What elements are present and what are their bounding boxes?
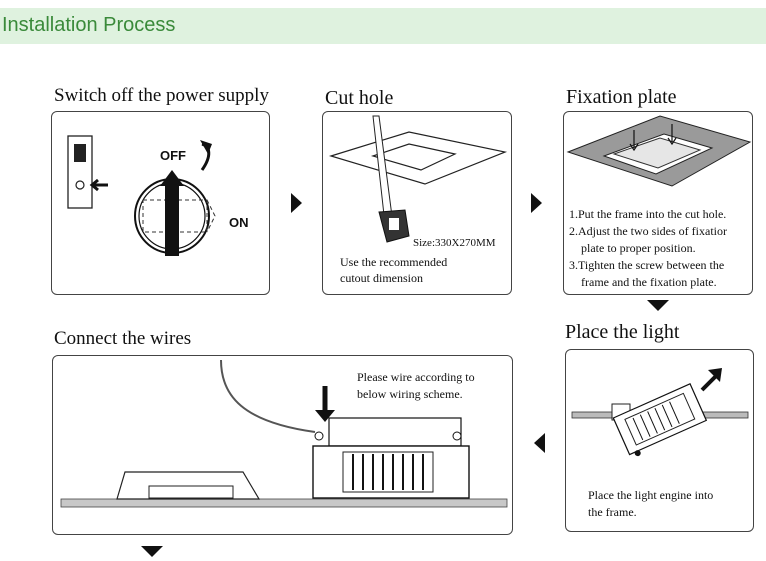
left-arrow-icon bbox=[534, 433, 545, 453]
panel-cut-hole: Size:330X270MM Use the recommended cutou… bbox=[322, 111, 512, 295]
cut-hole-illustration bbox=[328, 115, 508, 243]
down-arrow-icon bbox=[141, 546, 163, 557]
cut-note-line2: cutout dimension bbox=[340, 271, 423, 285]
right-arrow-icon bbox=[291, 193, 302, 213]
right-arrow-icon bbox=[531, 193, 542, 213]
cut-size-label: Size:330X270MM bbox=[413, 237, 496, 249]
fixation-line3: plate to proper position. bbox=[581, 241, 696, 255]
fixation-line1: 1.Put the frame into the cut hole. bbox=[569, 207, 727, 221]
off-label: OFF bbox=[160, 148, 186, 163]
step-title-fixation-plate: Fixation plate bbox=[566, 86, 677, 108]
fixation-plate-illustration bbox=[566, 115, 752, 187]
section-title: Installation Process bbox=[2, 14, 176, 36]
fixation-line4: 3.Tighten the screw between the bbox=[569, 258, 725, 272]
step-title-switch-off: Switch off the power supply bbox=[54, 85, 269, 106]
step-title-place-light: Place the light bbox=[565, 321, 680, 343]
connect-note-line2: below wiring scheme. bbox=[357, 387, 463, 401]
panel-connect-wires: Please wire according to below wiring sc… bbox=[52, 355, 513, 535]
panel-place-light: Place the light engine into the frame. bbox=[565, 349, 754, 532]
cut-note-line1: Use the recommended bbox=[340, 255, 448, 269]
panel-switch-off: OFF ON bbox=[51, 111, 270, 295]
fixation-line5: frame and the fixation plate. bbox=[581, 275, 717, 289]
wiring-illustration bbox=[60, 359, 508, 508]
connect-note-line1: Please wire according to bbox=[357, 370, 475, 384]
down-arrow-icon bbox=[647, 300, 669, 311]
step-title-connect-wires: Connect the wires bbox=[54, 328, 192, 349]
panel-fixation-plate: 1.Put the frame into the cut hole. 2.Adj… bbox=[563, 111, 753, 295]
fixation-line2: 2.Adjust the two sides of fixatior bbox=[569, 224, 727, 238]
place-light-illustration bbox=[571, 368, 749, 457]
section-header: Installation Process bbox=[0, 8, 766, 44]
power-switch-illustration bbox=[67, 135, 216, 256]
step-title-cut-hole: Cut hole bbox=[325, 87, 394, 109]
on-label: ON bbox=[229, 215, 249, 230]
place-note-line2: the frame. bbox=[588, 505, 637, 519]
place-note-line1: Place the light engine into bbox=[588, 488, 714, 502]
